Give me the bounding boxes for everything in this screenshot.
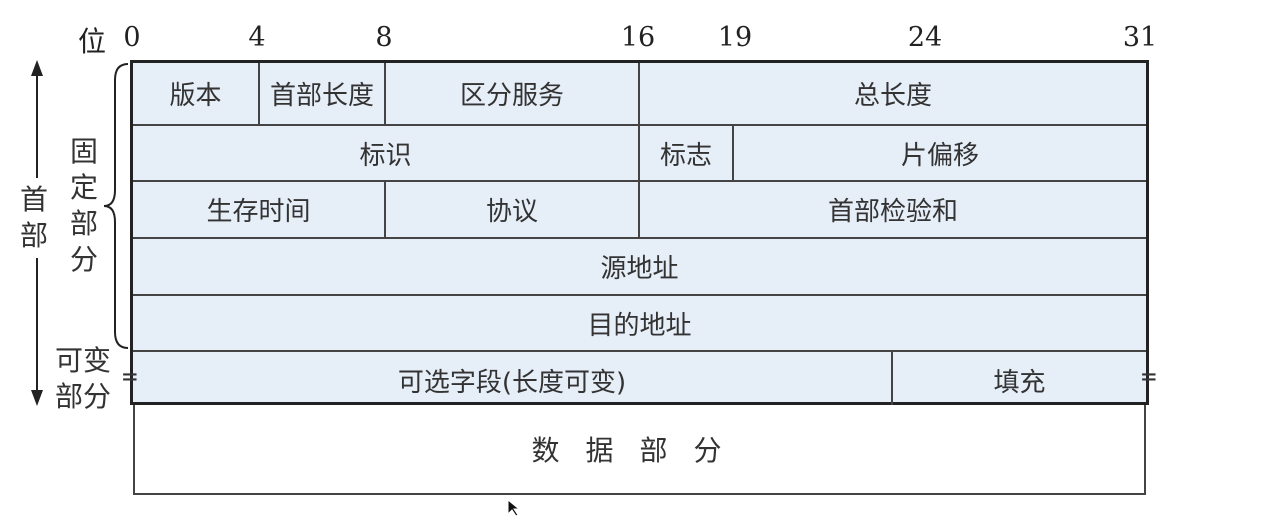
variable-part-label-line2: 部分 [55, 380, 112, 413]
field-cell: 协议 [386, 182, 640, 239]
variable-part-label-line1: 可变 [55, 344, 112, 377]
field-label: 协议 [485, 197, 538, 227]
field-cell: 目的地址 [133, 296, 1146, 352]
bit-tick-8: 8 [375, 22, 393, 53]
field-cell: 总长度 [640, 63, 1146, 126]
left-continuation-mark: = [122, 362, 138, 392]
data-part-label: 数据部分 [531, 434, 748, 467]
field-cell: 区分服务 [386, 63, 640, 126]
field-cell: 片偏移 [734, 126, 1146, 182]
field-label: 源地址 [600, 254, 679, 284]
bit-tick-24: 24 [907, 22, 943, 53]
field-cell: 标识 [133, 126, 640, 182]
field-label: 片偏移 [900, 140, 979, 171]
field-label: 目的地址 [587, 310, 692, 341]
field-label: 标志 [659, 140, 712, 171]
field-label: 可选字段(长度可变) [397, 367, 627, 398]
field-label: 首部检验和 [827, 197, 958, 227]
bit-tick-0: 0 [123, 22, 141, 53]
field-cell: 填充 [893, 352, 1146, 408]
data-part-box: 数据部分 [133, 405, 1146, 495]
field-cell: 生存时间 [133, 182, 386, 239]
bit-tick-31: 31 [1122, 22, 1158, 53]
mouse-cursor-icon [508, 500, 521, 516]
fixed-part-label: 固定部分 [70, 134, 102, 278]
field-cell: 版本 [133, 63, 260, 126]
header-arrow-down [31, 390, 43, 406]
field-label: 生存时间 [206, 197, 311, 227]
header-label-text: 首部 [20, 183, 49, 252]
field-label: 版本 [169, 81, 222, 111]
fixed-part-label-text: 固定部分 [70, 135, 99, 276]
bit-tick-4: 4 [248, 22, 266, 53]
field-cell: 标志 [640, 126, 734, 182]
field-cell: 可选字段(长度可变) [133, 352, 893, 408]
field-label: 区分服务 [459, 81, 564, 111]
field-cell: 首部检验和 [640, 182, 1146, 239]
field-cell: 源地址 [133, 239, 1146, 296]
field-label: 填充 [993, 367, 1046, 398]
field-label: 总长度 [853, 81, 932, 111]
bit-tick-19: 19 [717, 22, 753, 53]
bit-axis-prefix: 位 [78, 25, 107, 58]
field-label: 首部长度 [269, 81, 374, 111]
right-continuation-mark: = [1141, 362, 1157, 392]
fixed-part-brace [103, 63, 129, 349]
field-label: 标识 [359, 140, 412, 171]
bit-tick-16: 16 [620, 22, 656, 53]
header-label: 首部 [20, 182, 52, 254]
ip-header-table: 版本 首部长度 区分服务 总长度标识 标志 片偏移生存时间 协议 首部检验和源地址目的地址可选… [130, 60, 1149, 408]
header-arrow-up [31, 60, 43, 76]
field-cell: 首部长度 [260, 63, 386, 126]
